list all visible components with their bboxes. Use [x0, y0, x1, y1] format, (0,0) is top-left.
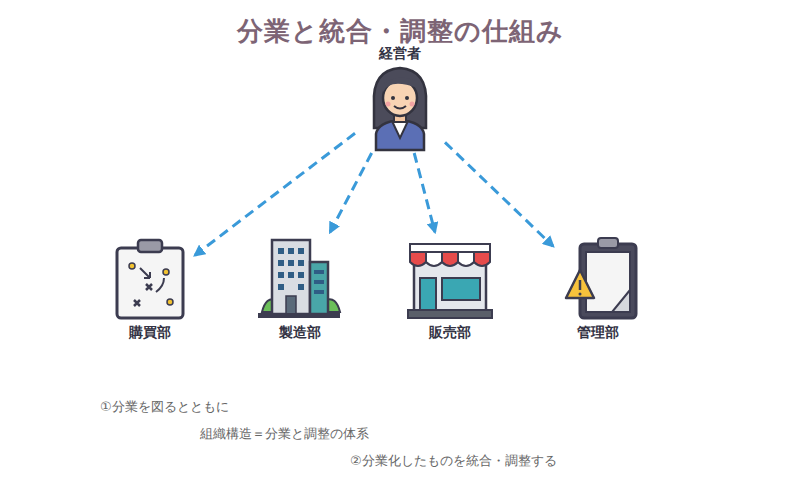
- dashed-arrow: [330, 153, 371, 232]
- node-label: 製造部: [255, 324, 345, 342]
- department-node: 販売部: [405, 232, 495, 347]
- note-text: ①分業を図るとともに: [100, 398, 229, 416]
- node-label: 経営者: [355, 45, 445, 63]
- purchasing-icon: [117, 240, 183, 318]
- node-label: 管理部: [553, 324, 643, 342]
- department-node: 管理部: [553, 232, 643, 347]
- dashed-arrow: [445, 142, 553, 246]
- person-node: 経営者: [355, 45, 445, 153]
- note-text: 組織構造＝分業と調整の体系: [200, 425, 369, 443]
- manufacturing-icon: [258, 240, 340, 318]
- note-text: ②分業化したものを統合・調整する: [350, 452, 557, 470]
- node-label: 販売部: [405, 324, 495, 342]
- diagram-title: 分業と統合・調整の仕組み: [0, 14, 800, 49]
- sales-icon: [408, 244, 492, 318]
- manager-icon: [374, 68, 426, 150]
- dashed-arrow: [195, 133, 355, 255]
- dashed-arrow: [414, 153, 435, 232]
- administration-icon: [566, 238, 636, 318]
- department-node: 購買部: [105, 232, 195, 347]
- node-label: 購買部: [105, 324, 195, 342]
- department-node: 製造部: [255, 232, 345, 347]
